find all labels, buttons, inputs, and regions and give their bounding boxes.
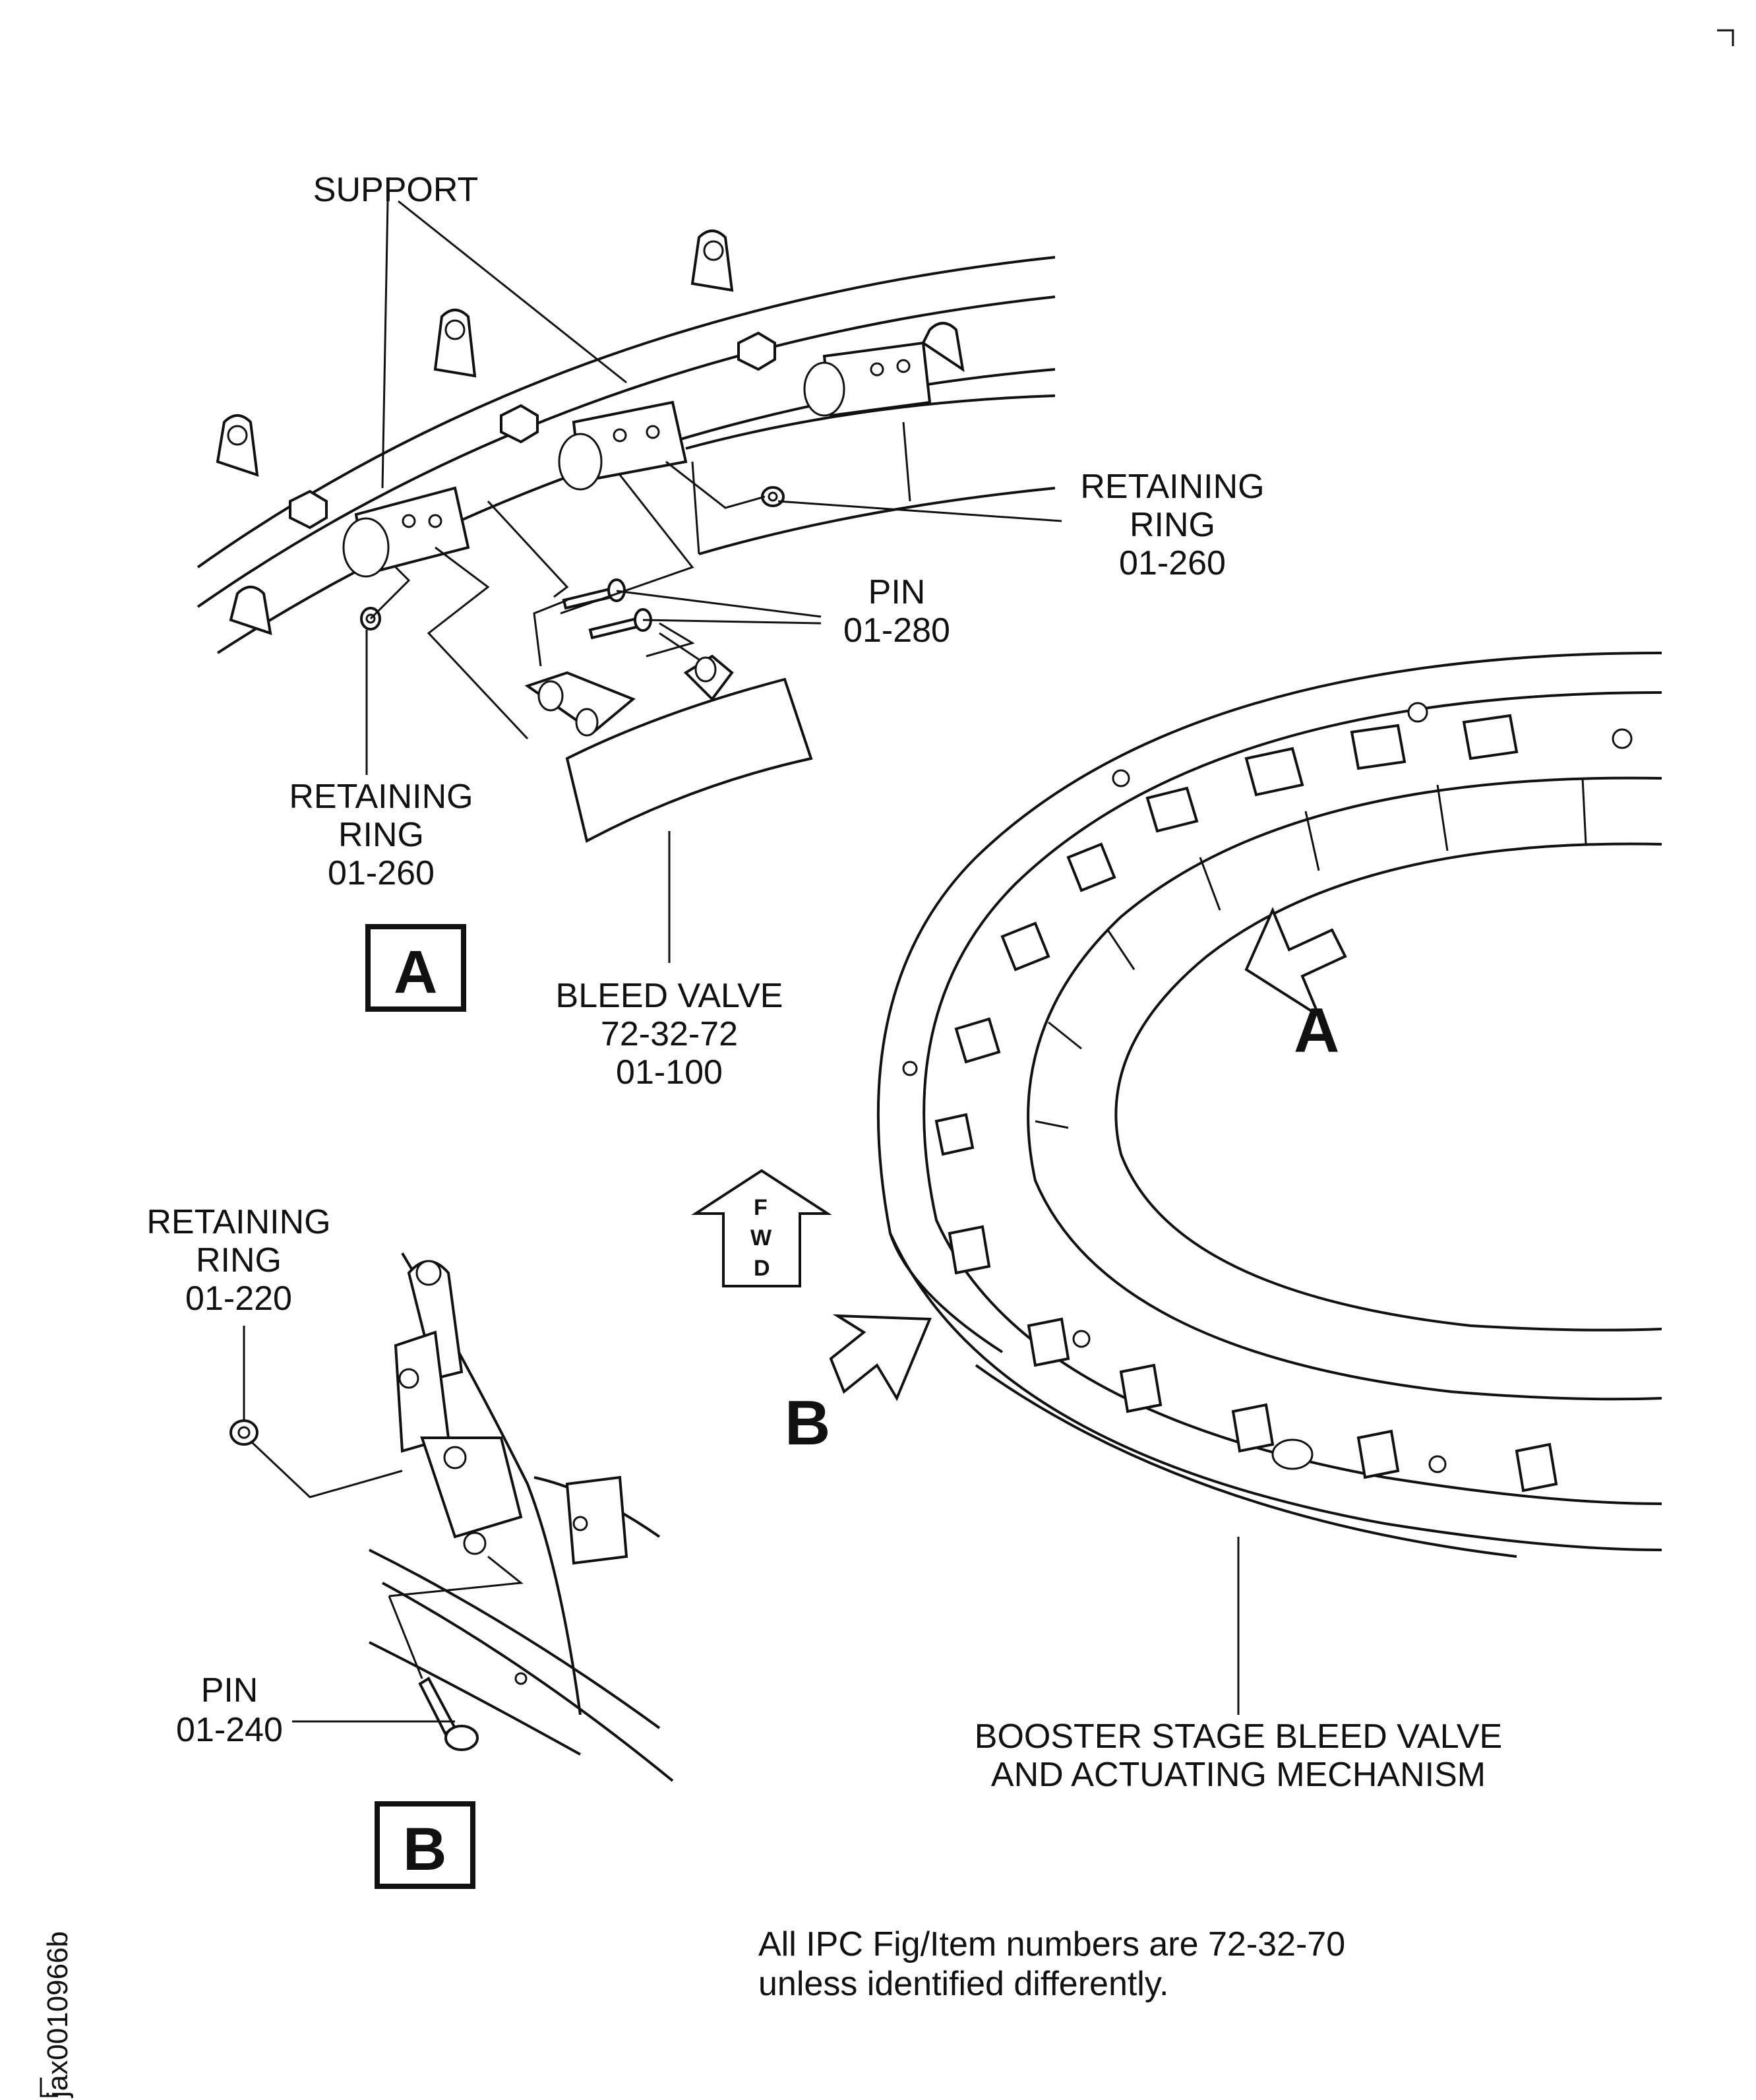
rr-tl-line1: RETAINING [289,778,473,816]
drawing-id: jax0010966b [40,1931,74,2099]
rr-tr-line3: 01-260 [1119,544,1226,582]
view-b-arrow: B [785,1314,932,1458]
view-b-arrow-label: B [785,1388,830,1458]
rr-tl-line3: 01-260 [328,854,435,892]
pin-b-line1: PIN [201,1671,258,1710]
rr-b-line1: RETAINING [146,1203,330,1241]
label-bleed-valve: BLEED VALVE 72-32-72 01-100 [556,977,783,1092]
pin-top-line2: 01-280 [843,611,950,650]
label-retaining-ring-top-right: RETAINING RING 01-260 [1080,468,1264,582]
booster-ring-drawing [876,652,1662,1715]
drawing-id-text: jax0010966b [42,1931,74,2099]
detail-a-leaders [365,500,1062,963]
view-a-box-letter: A [394,939,437,1006]
view-a-arrow: A [1244,906,1347,1066]
note-line2: unless identified differently. [758,1965,1168,2003]
rr-tr-line2: RING [1130,506,1215,544]
rr-tl-line2: RING [338,816,424,854]
bleed-valve-line2: 72-32-72 [601,1015,738,1053]
corner-mark [1717,29,1734,46]
rr-b-line3: 01-220 [185,1280,292,1318]
pin-top-line1: PIN [868,573,926,611]
label-booster: BOOSTER STAGE BLEED VALVE AND ACTUATING … [975,1717,1502,1794]
view-a-arrow-label: A [1294,995,1339,1066]
pin-b-line2: 01-240 [176,1711,283,1749]
bleed-valve-line3: 01-100 [616,1053,723,1092]
view-a-box: A [365,924,466,1012]
support-text: SUPPORT [313,171,478,209]
view-b-box: B [375,1801,475,1889]
fwd-letter-d: D [754,1256,770,1281]
view-b-box-letter: B [403,1816,446,1883]
fwd-letter-w: W [750,1225,772,1251]
label-support: SUPPORT [313,171,478,209]
label-retaining-ring-b: RETAINING RING 01-220 [146,1203,330,1318]
fwd-arrow: F W D [691,1169,832,1287]
bleed-valve-line1: BLEED VALVE [556,977,783,1015]
label-pin-top: PIN 01-280 [843,573,950,650]
detail-a-drawing [197,200,1056,843]
label-pin-b: PIN 01-240 [176,1671,283,1749]
rr-tr-line1: RETAINING [1080,468,1264,506]
rr-b-line2: RING [196,1241,282,1280]
booster-line1: BOOSTER STAGE BLEED VALVE [975,1717,1502,1756]
ipc-note: All IPC Fig/Item numbers are 72-32-70 un… [758,1925,1345,2003]
label-retaining-ring-top-left: RETAINING RING 01-260 [289,778,473,892]
fwd-letter-f: F [754,1195,768,1220]
booster-line2: AND ACTUATING MECHANISM [991,1756,1486,1794]
note-line1: All IPC Fig/Item numbers are 72-32-70 [758,1925,1345,1963]
detail-b-drawing [229,1252,674,1782]
